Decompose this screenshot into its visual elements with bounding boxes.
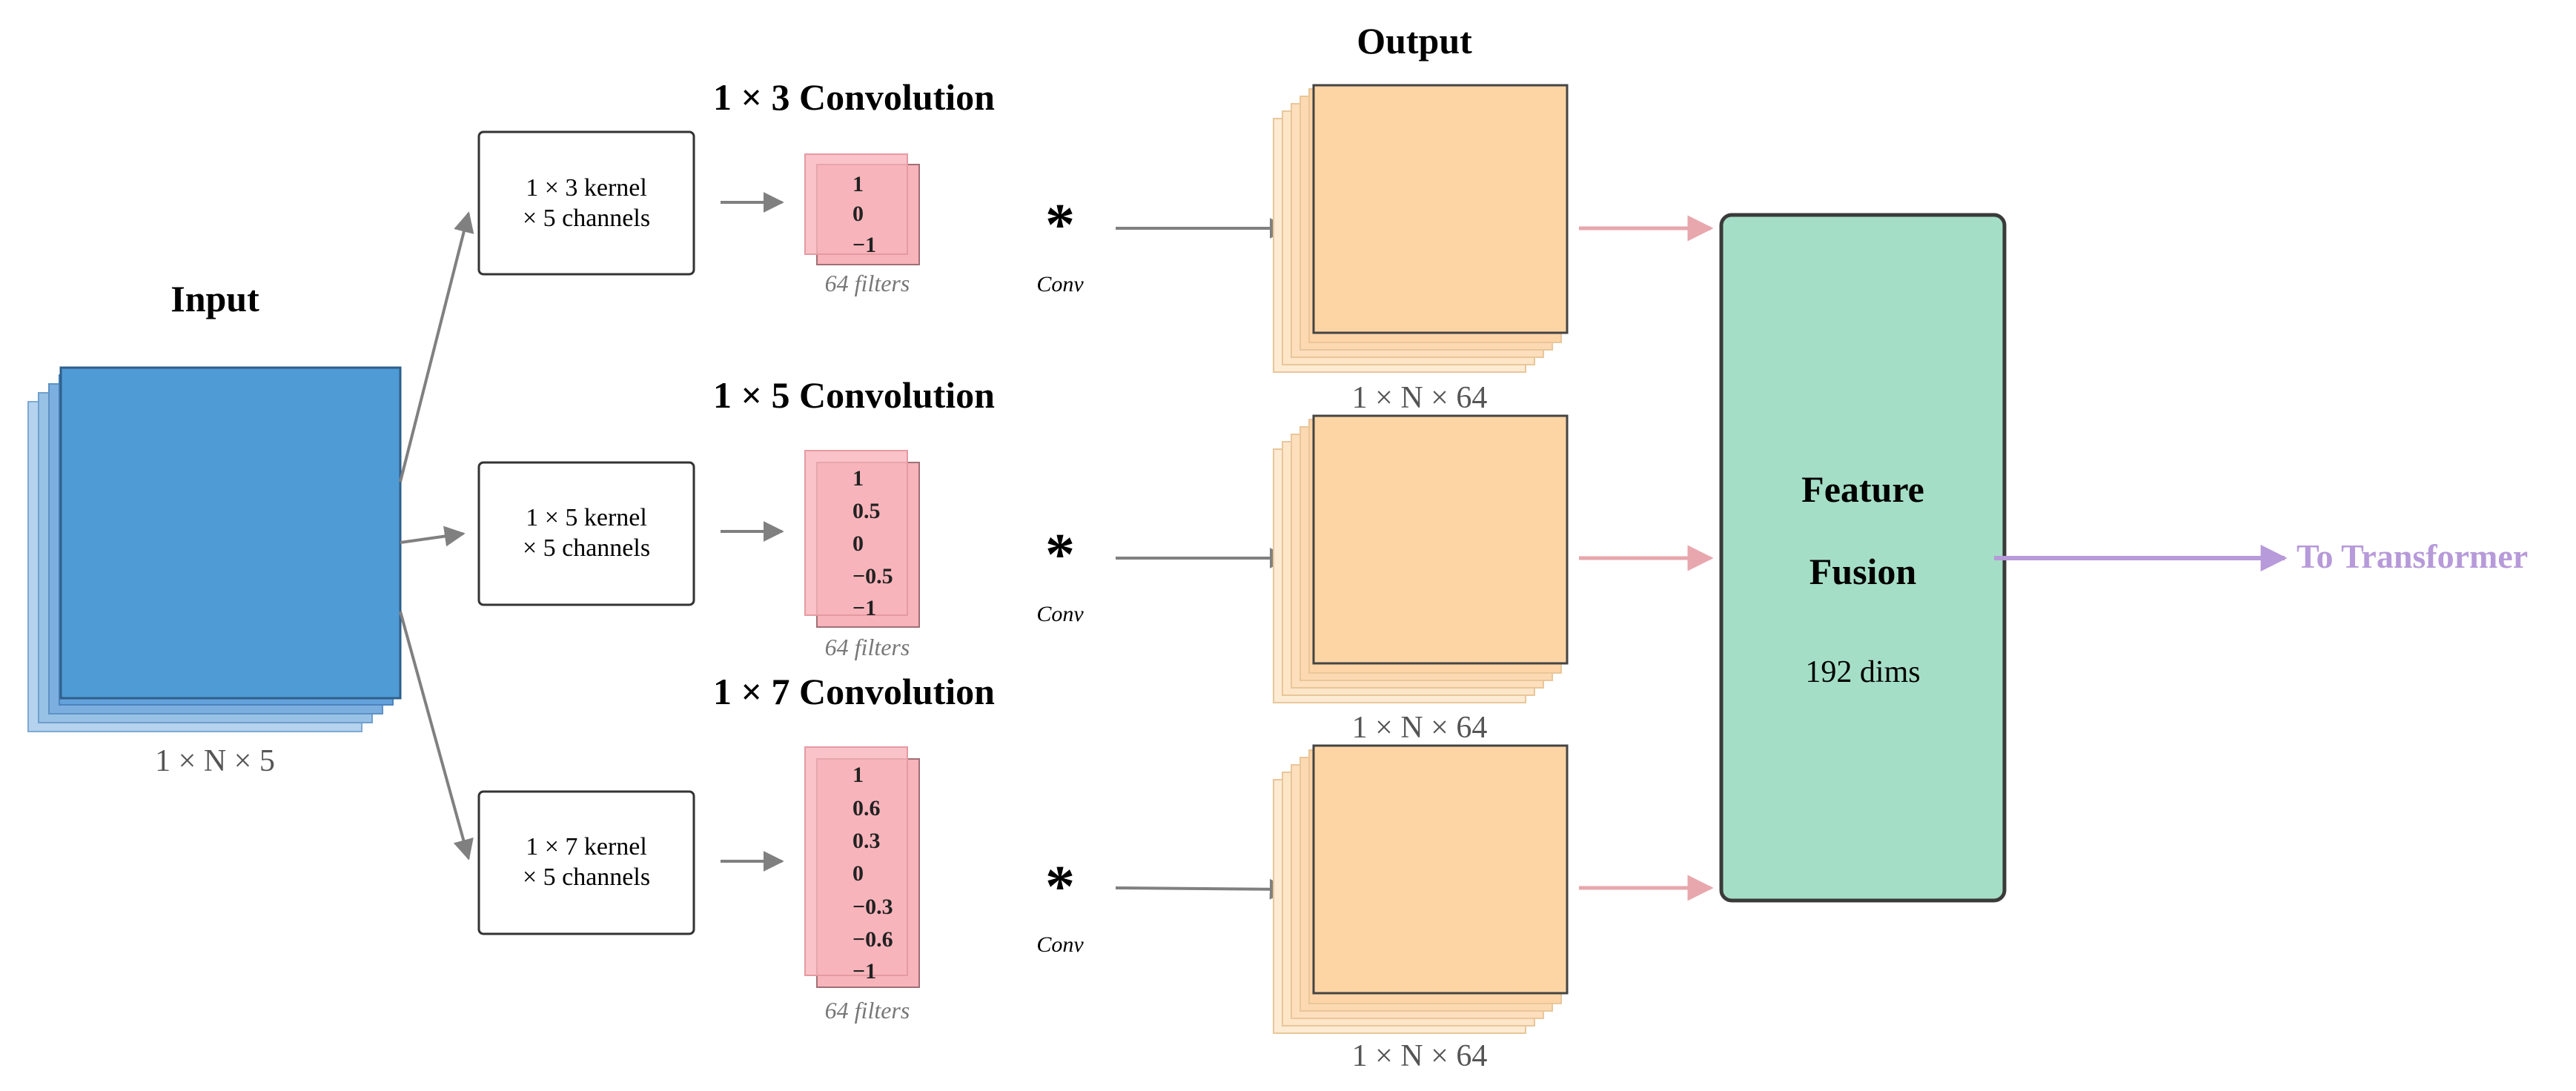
kernel-spec-line2: × 5 channels bbox=[523, 205, 650, 232]
convolution-star: * bbox=[1045, 855, 1075, 920]
kernel-value: 1 bbox=[852, 466, 864, 491]
fusion-title-line1: Feature bbox=[1801, 468, 1924, 510]
kernel-value: 0 bbox=[852, 531, 864, 556]
feature-fusion-block: Feature Fusion 192 dims bbox=[1719, 213, 2007, 903]
kernel-filter-stack bbox=[804, 153, 920, 265]
to-transformer-label: To Transformer bbox=[2297, 537, 2528, 575]
output-dims-label: 1 × N × 64 bbox=[1352, 711, 1488, 745]
input-dims-label: 1 × N × 5 bbox=[155, 744, 275, 778]
kernel-value: −0.3 bbox=[852, 895, 893, 919]
fusion-title-line2: Fusion bbox=[1810, 551, 1917, 592]
kernel-value: −1 bbox=[852, 596, 876, 620]
conv-arrow bbox=[1115, 878, 1291, 900]
filters-label: 64 filters bbox=[825, 634, 910, 660]
kernel-value: 1 bbox=[852, 172, 864, 196]
kernel-spec-box bbox=[477, 461, 695, 606]
output-dims-label: 1 × N × 64 bbox=[1352, 381, 1488, 415]
output-feature-stack bbox=[1273, 744, 1569, 1034]
kernel-value: −1 bbox=[852, 233, 876, 257]
kernel-value: 1 bbox=[852, 763, 864, 787]
kernel-spec-line1: 1 × 7 kernel bbox=[526, 833, 647, 860]
output-feature-stack bbox=[1273, 84, 1569, 373]
filters-label: 64 filters bbox=[825, 270, 910, 296]
kernel-value: −0.6 bbox=[852, 927, 893, 952]
branch-1x5: 1 × 5 Convolution 1 × 5 kernel × 5 chann… bbox=[477, 374, 1714, 745]
branch-1x7: 1 × 7 Convolution 1 × 7 kernel × 5 chann… bbox=[477, 671, 1714, 1073]
input-tensor-stack bbox=[27, 366, 402, 732]
kernel-filter-stack bbox=[804, 450, 920, 628]
convolution-star: * bbox=[1045, 193, 1075, 258]
branch-title: 1 × 5 Convolution bbox=[713, 374, 995, 416]
kernel-value: −0.5 bbox=[852, 564, 893, 588]
conv-label: Conv bbox=[1036, 932, 1084, 957]
kernel-value: 0.6 bbox=[852, 796, 881, 820]
conv-label: Conv bbox=[1036, 272, 1084, 296]
kernel-spec-line1: 1 × 5 kernel bbox=[526, 504, 647, 531]
branch-title: 1 × 7 Convolution bbox=[713, 671, 995, 712]
output-feature-stack bbox=[1273, 414, 1569, 703]
kernel-spec-line1: 1 × 3 kernel bbox=[526, 174, 647, 202]
kernel-value: −1 bbox=[852, 959, 876, 984]
output-title: Output bbox=[1357, 20, 1472, 62]
kernel-value: 0 bbox=[852, 202, 864, 226]
kernel-filter-stack bbox=[804, 746, 920, 988]
split-arrow-bottom bbox=[399, 611, 474, 860]
kernel-spec-line2: × 5 channels bbox=[523, 863, 650, 891]
filters-label: 64 filters bbox=[825, 997, 910, 1024]
split-arrow-top bbox=[399, 211, 474, 483]
fusion-dims-label: 192 dims bbox=[1805, 655, 1920, 689]
kernel-spec-line2: × 5 channels bbox=[523, 534, 650, 562]
output-dims-label: 1 × N × 64 bbox=[1352, 1039, 1488, 1073]
split-arrow-middle bbox=[400, 525, 466, 547]
kernel-spec-box bbox=[477, 130, 695, 276]
branch-1x3: 1 × 3 Convolution 1 × 3 kernel × 5 chann… bbox=[477, 76, 1714, 415]
input-title: Input bbox=[170, 278, 259, 319]
conv-label: Conv bbox=[1036, 602, 1084, 626]
kernel-value: 0 bbox=[852, 861, 864, 886]
branch-title: 1 × 3 Convolution bbox=[713, 76, 995, 118]
kernel-value: 0.5 bbox=[852, 499, 881, 523]
kernel-spec-box bbox=[477, 790, 695, 935]
convolution-star: * bbox=[1045, 523, 1075, 588]
kernel-value: 0.3 bbox=[852, 829, 881, 853]
